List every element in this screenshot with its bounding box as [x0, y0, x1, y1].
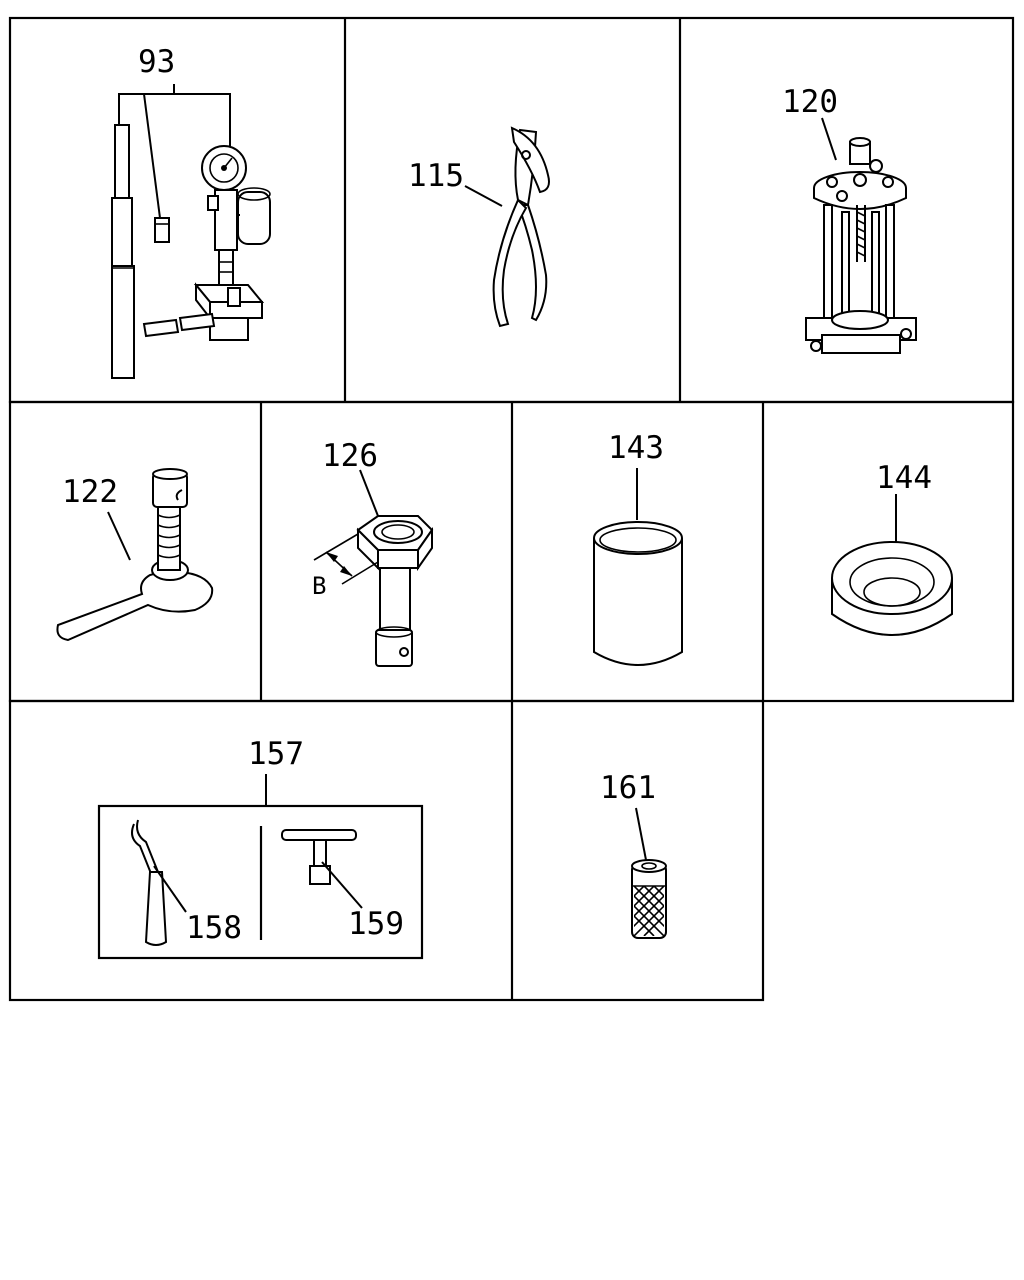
tool-126-socket-wrench: 126 B	[312, 438, 434, 667]
grid-frame	[8, 16, 1015, 1002]
tool-143-sleeve: 143	[593, 430, 683, 666]
callout-159: 159	[348, 906, 404, 942]
callout-161: 161	[600, 770, 656, 806]
callout-157: 157	[248, 736, 304, 772]
callout-143: 143	[608, 430, 664, 466]
tool-120-puller: 120	[782, 84, 917, 354]
callout-93: 93	[138, 44, 175, 80]
tool-161-knurled-adapter: 161	[600, 770, 667, 939]
tool-122-wrench: 122	[56, 468, 214, 642]
tool-115-pliers: 115	[408, 126, 550, 328]
tool-144-ring: 144	[831, 460, 953, 636]
callout-122: 122	[62, 474, 118, 510]
tool-93-nozzle-tester: 93	[111, 44, 271, 379]
callout-120: 120	[782, 84, 838, 120]
callout-158: 158	[186, 910, 242, 946]
callout-144: 144	[876, 460, 932, 496]
callout-126: 126	[322, 438, 378, 474]
callout-126-dimension-b: B	[312, 572, 326, 600]
tool-157-kit: 157 158 159	[97, 736, 424, 960]
callout-115: 115	[408, 158, 464, 194]
